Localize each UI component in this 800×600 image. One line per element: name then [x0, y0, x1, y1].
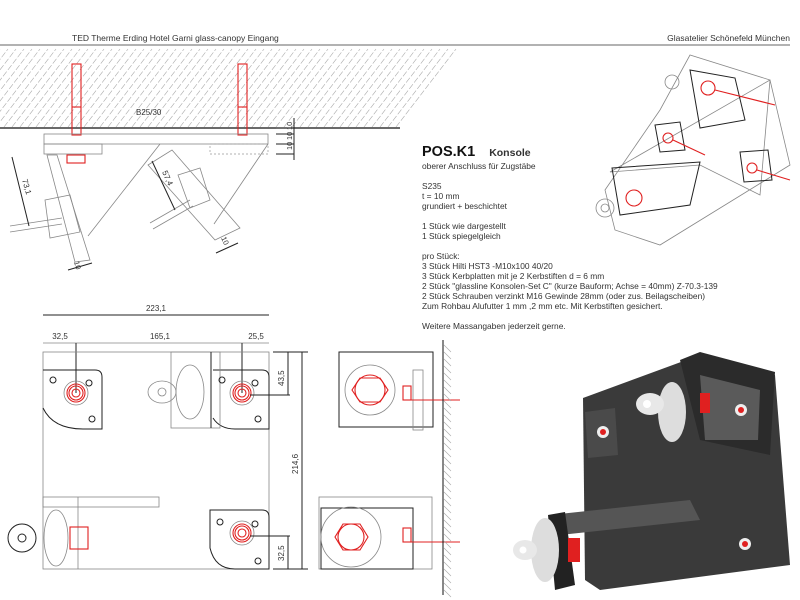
dim-left-offset: 32,5	[52, 332, 68, 341]
anchor-bolt-right	[237, 63, 248, 136]
concrete-label: B25/30	[136, 108, 162, 117]
material-line: t = 10 mm	[422, 191, 460, 201]
dim-arm-left: 73,1	[20, 178, 33, 196]
isometric-view	[595, 54, 791, 246]
dim-arm-right: 57,4	[160, 169, 175, 187]
dim-bottom-offset: 32,5	[277, 545, 286, 561]
section-view: B25/30 10 10 10 73,1 57,4 10 10	[0, 48, 457, 271]
position-title: POS.K1	[422, 144, 476, 160]
anchor-bolt-left	[71, 63, 82, 136]
pin-hole	[216, 518, 224, 526]
per-piece-line: 3 Stück Hilti HST3 -M10x100 40/20	[422, 261, 553, 271]
quantity-line: 1 Stück wie dargestellt	[422, 221, 506, 231]
plan-view: 223,1 32,5 165,1 25,5 43,5 214,6 32,5	[7, 304, 308, 570]
anchor-bolt	[237, 388, 247, 398]
anchor-bolt	[66, 383, 86, 403]
nut-left	[66, 154, 86, 164]
material-line: grundiert + beschichtet	[422, 201, 507, 211]
position-subtitle: Konsole	[489, 147, 531, 159]
anchor-bolt	[232, 383, 252, 403]
dim-plate-3: 10	[285, 122, 294, 130]
anchor-bolt	[232, 523, 252, 543]
per-piece-line: 2 Stück "glassline Konsolen-Set C" (kurz…	[422, 281, 718, 291]
dim-plate-2: 10	[285, 142, 294, 150]
bolt-washer	[229, 520, 255, 546]
anchor-bolt	[71, 388, 81, 398]
pin-hole	[254, 557, 262, 565]
project-title: TED Therme Erding Hotel Garni glass-cano…	[72, 33, 279, 43]
pin-hole	[85, 379, 93, 387]
pin-hole	[251, 379, 259, 387]
dim-overall-height: 214,6	[291, 453, 300, 474]
dim-arm-right-width: 10	[219, 235, 231, 246]
base-plate	[43, 133, 269, 145]
dim-right-offset: 25,5	[248, 332, 264, 341]
per-piece-line: 3 Stück Kerbplatten mit je 2 Kerbstiften…	[422, 271, 605, 281]
per-piece-line: Zum Rohbau Alufutter 1 mm ,2 mm etc. Mit…	[422, 301, 663, 311]
pin-hole	[254, 415, 262, 423]
notes-block: POS.K1 Konsole oberer Anschluss für Zugst…	[422, 144, 718, 331]
dim-overall-width: 223,1	[146, 304, 167, 313]
quantity-line: 1 Stück spiegelgleich	[422, 231, 501, 241]
plan-plate-outline	[42, 351, 270, 570]
company-name: Glasatelier Schönefeld München	[667, 33, 790, 43]
pin-hole	[49, 376, 57, 384]
dim-top-offset: 43,5	[277, 370, 286, 386]
per-piece-line: 2 Stück Schrauben verzinkt M16 Gewinde 2…	[422, 291, 706, 301]
pin-hole	[251, 520, 259, 528]
anchor-bolt	[234, 385, 250, 401]
material-line: S235	[422, 181, 442, 191]
bolt-washer	[229, 380, 255, 406]
dim-bolt-spacing: 165,1	[150, 332, 171, 341]
side-view	[318, 340, 460, 598]
anchor-bolt	[237, 528, 247, 538]
arm-right	[147, 149, 241, 241]
anchor-bolt	[234, 525, 250, 541]
bolt-washer	[63, 380, 89, 406]
anchor-bolt	[68, 385, 84, 401]
pin-hole	[218, 376, 226, 384]
description: oberer Anschluss für Zugstäbe	[422, 161, 536, 171]
dim-arm-left-width: 10	[72, 260, 83, 271]
pin-hole	[88, 415, 96, 423]
render-3d	[513, 352, 790, 590]
per-piece-heading: pro Stück:	[422, 251, 460, 261]
concrete-hatch	[0, 48, 457, 128]
notes-footer: Weitere Massangaben jederzeit gerne.	[422, 321, 566, 331]
arm-left	[46, 154, 91, 263]
dim-plate-1: 10	[285, 132, 294, 140]
